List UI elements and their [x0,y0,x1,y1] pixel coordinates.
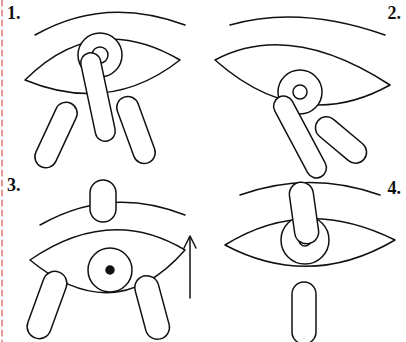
step-number: 3. [6,175,22,195]
step-number: 1. [6,3,22,23]
step-number: 4. [387,178,403,198]
step-number: 2. [387,3,403,23]
